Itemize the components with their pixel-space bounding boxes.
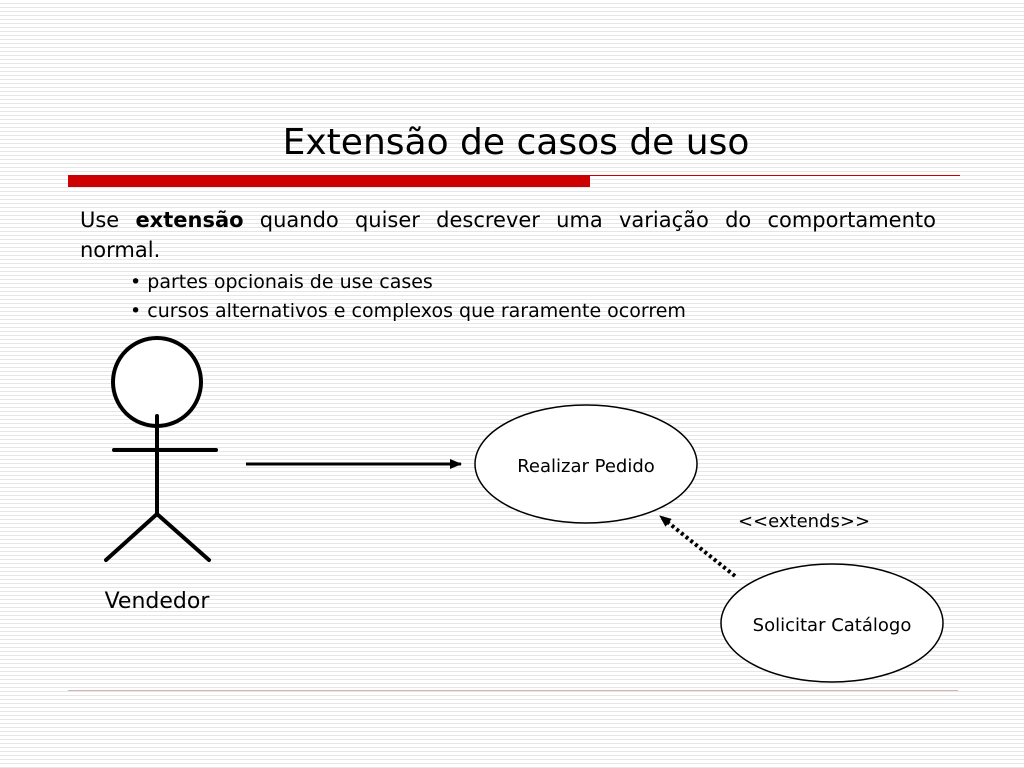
- bullet-text: cursos alternativos e complexos que rara…: [147, 300, 686, 322]
- intro-prefix: Use: [80, 208, 120, 232]
- actor-head: [111, 336, 203, 428]
- use-case-ellipse: [474, 404, 698, 524]
- bullet-item: • partes opcionais de use cases: [130, 268, 686, 297]
- footer-divider: [68, 690, 958, 691]
- bullet-item: • cursos alternativos e complexos que ra…: [130, 297, 686, 326]
- actor-right-leg: [155, 512, 211, 562]
- use-case-realizar-pedido: Realizar Pedido: [474, 404, 698, 524]
- actor-label: Vendedor: [105, 589, 211, 614]
- extends-stereotype-label: <<extends>>: [738, 511, 870, 532]
- title-underline-thick: [68, 175, 590, 187]
- bullet-text: partes opcionais de use cases: [147, 271, 433, 293]
- extends-arrow: [658, 514, 737, 578]
- bullet-dot: •: [130, 271, 142, 293]
- title-underline-thin: [590, 175, 960, 176]
- intro-paragraph: Use extensão quando quiser descrever uma…: [80, 205, 936, 265]
- intro-keyword: extensão: [135, 208, 244, 232]
- use-case-label: Solicitar Catálogo: [753, 615, 912, 636]
- actor-left-leg: [104, 512, 159, 562]
- use-case-solicitar-catalogo: Solicitar Catálogo: [720, 563, 944, 683]
- use-case-label: Realizar Pedido: [517, 456, 655, 477]
- use-case-ellipse: [720, 563, 944, 683]
- slide-title: Extensão de casos de uso: [282, 122, 750, 163]
- actor-figure-icon: [104, 336, 218, 562]
- intro-suffix: quando quiser descrever uma variação do …: [80, 208, 936, 262]
- bullet-list: • partes opcionais de use cases • cursos…: [130, 268, 686, 326]
- bullet-dot: •: [130, 300, 142, 322]
